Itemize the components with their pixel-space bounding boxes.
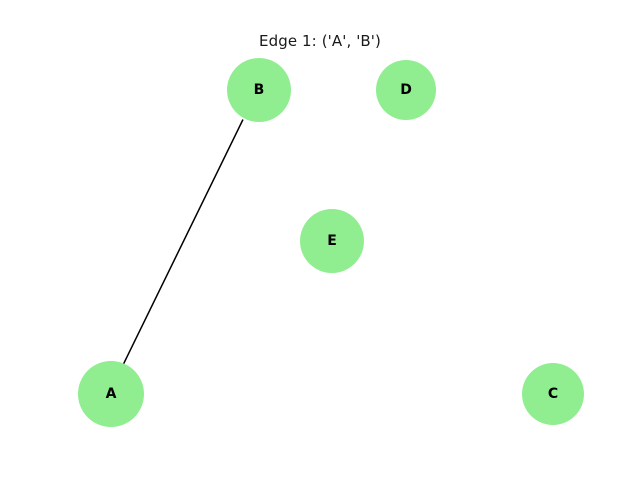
graph-node-a[interactable]: A bbox=[78, 361, 144, 427]
graph-node-label-e: E bbox=[327, 233, 337, 249]
graph-node-e[interactable]: E bbox=[300, 209, 364, 273]
graph-node-c[interactable]: C bbox=[522, 363, 584, 425]
page-title: Edge 1: ('A', 'B') bbox=[259, 32, 381, 50]
graph-edge-a-b bbox=[122, 119, 244, 365]
graph-node-d[interactable]: D bbox=[376, 60, 436, 120]
graph-node-label-d: D bbox=[400, 82, 412, 98]
graph-node-label-a: A bbox=[105, 386, 117, 402]
graph-node-b[interactable]: B bbox=[227, 58, 291, 122]
graph-node-label-c: C bbox=[547, 386, 559, 402]
graph-node-label-b: B bbox=[253, 82, 265, 98]
